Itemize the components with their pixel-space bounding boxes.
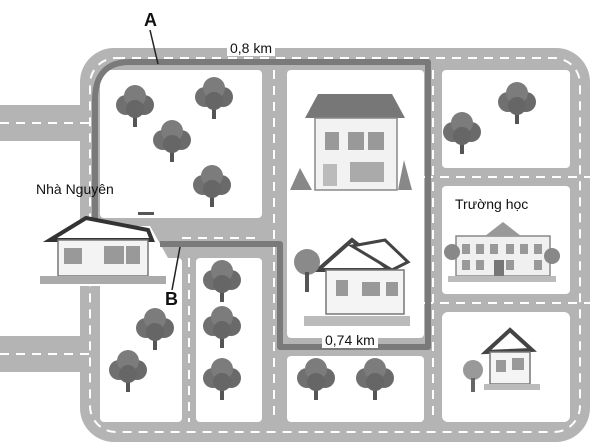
home-label: Nhà Nguyên — [36, 181, 114, 197]
point-b-label: B — [165, 289, 178, 309]
distance-bottom-label: 0,74 km — [322, 332, 378, 348]
route-lines — [92, 59, 431, 350]
small-house — [463, 327, 540, 392]
home-house — [40, 212, 166, 284]
road-stub-top — [0, 105, 90, 141]
route-via-b — [160, 240, 431, 350]
block-top-right — [442, 70, 570, 168]
school-label: Trường học — [455, 196, 529, 212]
pointer-b — [171, 246, 181, 291]
block-bottom-left — [100, 258, 182, 422]
center-house — [294, 237, 411, 326]
apartment-building — [290, 94, 412, 191]
distance-top-label: 0,8 km — [227, 40, 276, 56]
school-building — [444, 222, 560, 282]
route-via-a — [92, 59, 431, 241]
point-a-label: A — [144, 10, 157, 30]
pointer-a — [149, 29, 159, 65]
road-stub-bottom — [0, 336, 90, 372]
